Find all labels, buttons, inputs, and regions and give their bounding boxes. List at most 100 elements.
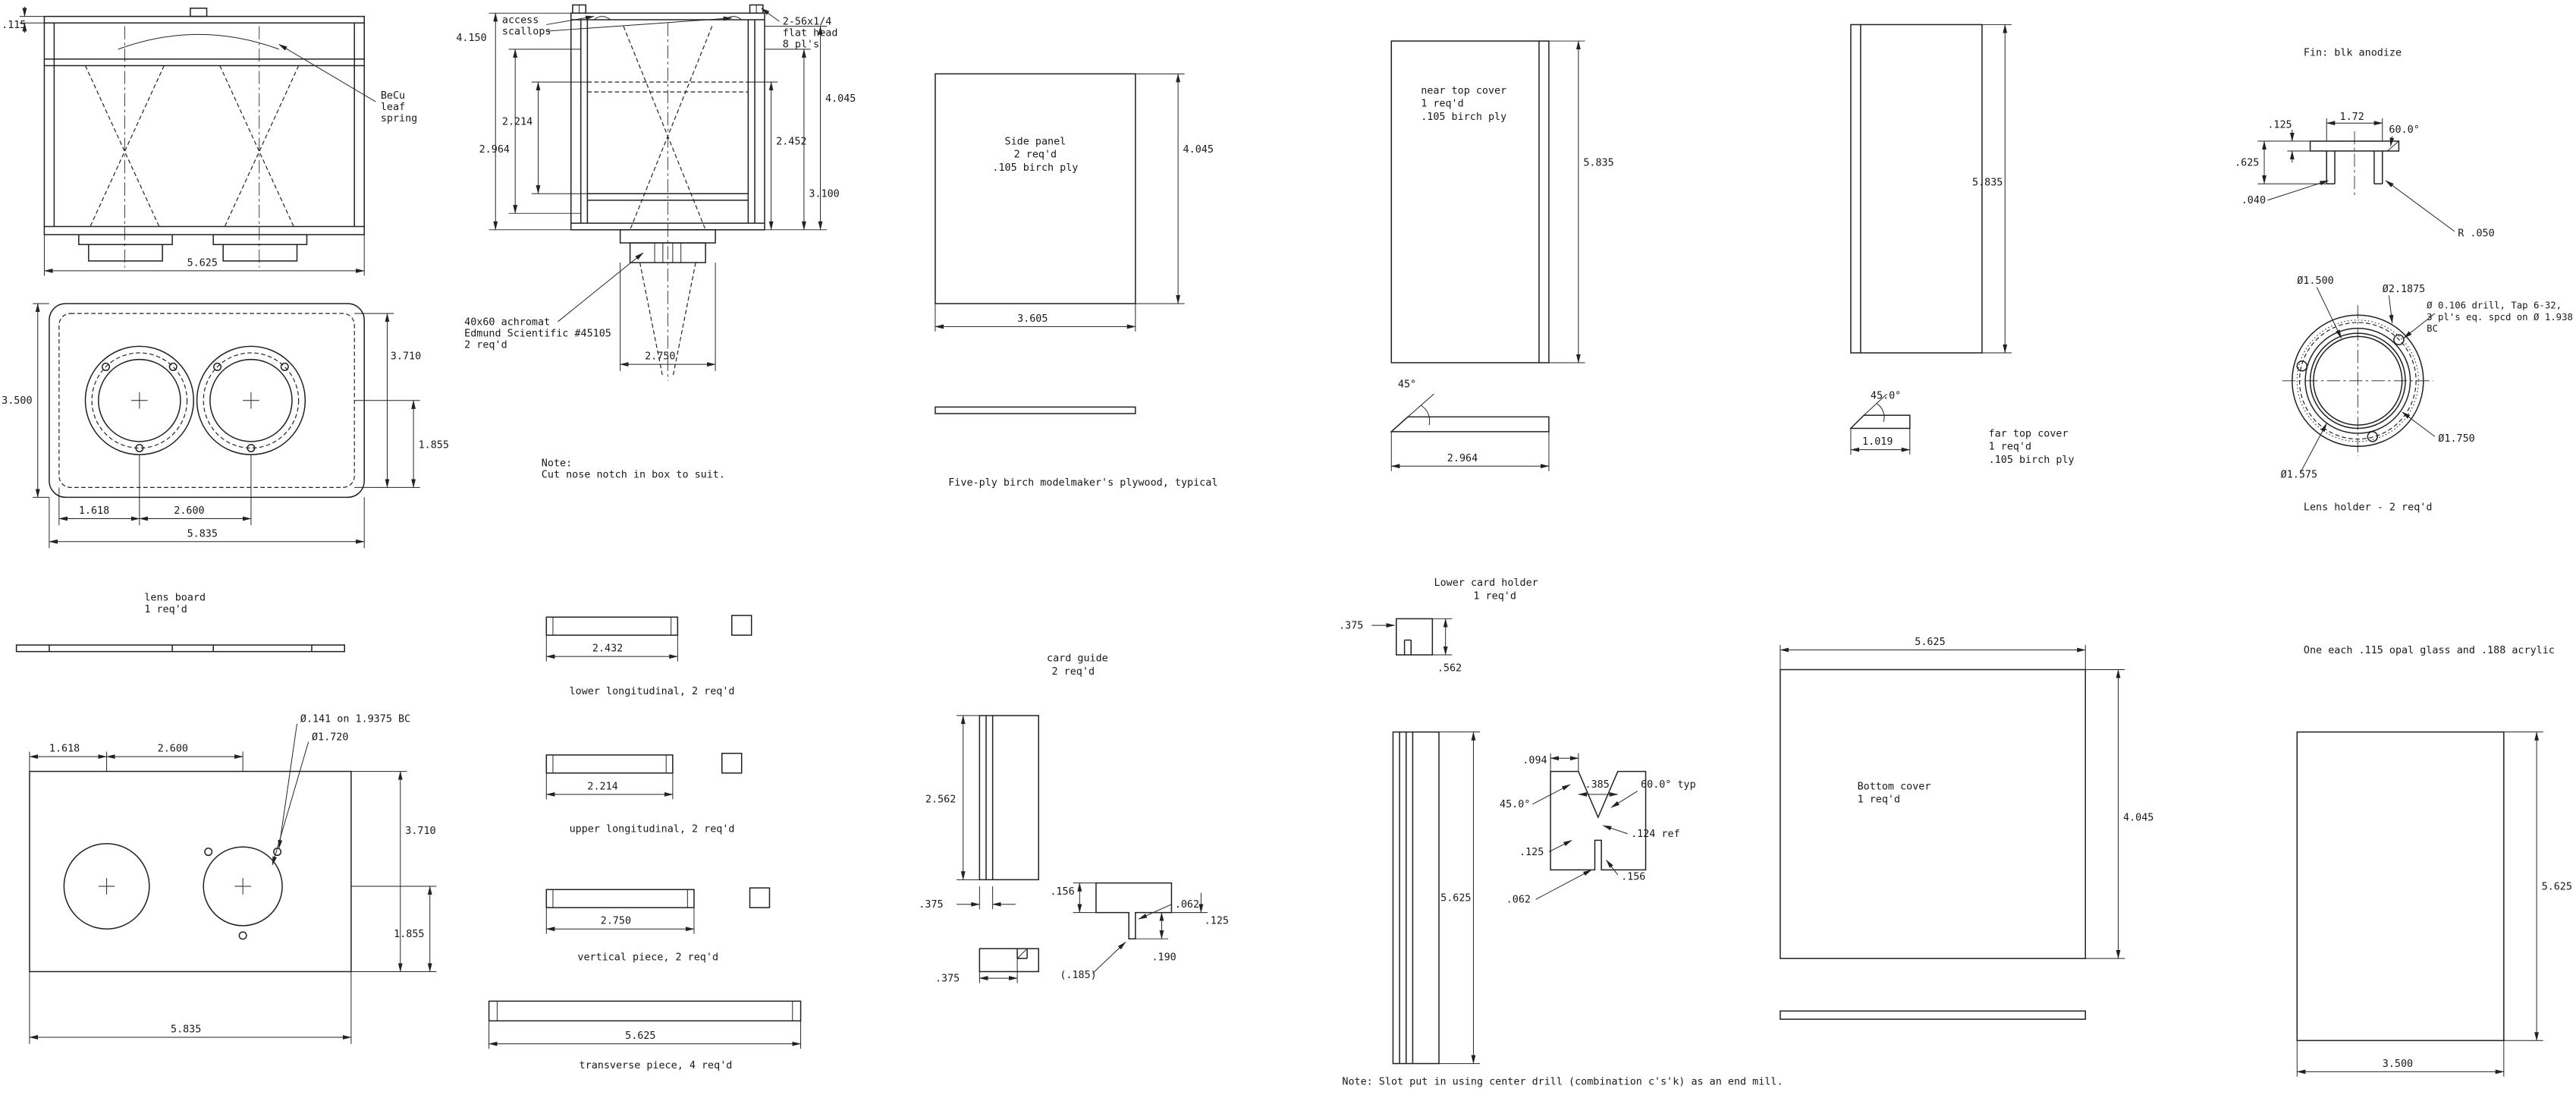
dim: 1.618 bbox=[79, 505, 109, 517]
part-label: 1 req'd bbox=[1473, 590, 1516, 602]
dim: .115 bbox=[2, 20, 26, 31]
callout: scallops bbox=[502, 26, 551, 37]
part-label: far top cover bbox=[1989, 428, 2069, 439]
note: Note: bbox=[542, 458, 572, 469]
dim: .094 bbox=[1522, 755, 1547, 766]
dim: 5.835 bbox=[1583, 157, 1613, 168]
far-top-cover-outline bbox=[1850, 24, 1983, 354]
dim: .125 bbox=[1519, 847, 1544, 858]
part-label: 1 req'd bbox=[1858, 794, 1901, 806]
part-label: near top cover bbox=[1421, 85, 1506, 96]
part-label: card guide bbox=[1047, 653, 1108, 665]
dim: R .050 bbox=[2458, 228, 2494, 239]
plan-view: 3.500 3.710 1.855 1.618 2.600 5.835 lens… bbox=[2, 303, 449, 615]
callout: 40x60 achromat bbox=[464, 316, 550, 328]
card-holder-rail-view: 5.625 .094 45.0° .385 60.0° typ .124 ref… bbox=[1392, 731, 1696, 1065]
dim: .125 bbox=[2267, 120, 2292, 131]
dim: .062 bbox=[1506, 895, 1531, 906]
lens-board-strip bbox=[15, 644, 345, 653]
callout: BeCu bbox=[381, 90, 405, 102]
dim: 45.0° bbox=[1500, 799, 1530, 810]
dim: 5.625 bbox=[187, 257, 218, 269]
part-label: Lower card holder bbox=[1434, 577, 1538, 589]
card-holder-section bbox=[1396, 618, 1434, 656]
callout: Ø 0.106 drill, Tap 6-32, bbox=[2427, 300, 2562, 311]
part-label: vertical piece, 2 req'd bbox=[577, 952, 718, 963]
dim: 2.214 bbox=[502, 116, 532, 127]
dim: Ø1.500 bbox=[2297, 275, 2333, 287]
tapped-hole bbox=[2367, 431, 2379, 442]
dim: (.185) bbox=[1060, 970, 1096, 981]
dim: 4.045 bbox=[1183, 144, 1214, 156]
glass-panel-view: 5.625 3.500 bbox=[2296, 731, 2572, 1077]
callout: spring bbox=[381, 113, 417, 124]
dim: 1.72 bbox=[2340, 112, 2364, 123]
lower-card-holder-view: Lower card holder 1 req'd .375 .562 bbox=[1339, 577, 1538, 674]
dim: Ø1.575 bbox=[2281, 469, 2317, 480]
dim: 2.750 bbox=[645, 351, 675, 363]
end-section bbox=[721, 753, 743, 774]
callout: access bbox=[502, 14, 539, 26]
near-top-cover-outline bbox=[1390, 40, 1550, 363]
note: Cut nose notch in box to suit. bbox=[542, 469, 725, 480]
dim: 60.0° bbox=[2389, 124, 2419, 136]
part-label: 2 req'd bbox=[1014, 149, 1057, 161]
dim: .562 bbox=[1437, 663, 1462, 675]
dim: .190 bbox=[1151, 952, 1176, 963]
dim: .385 bbox=[1585, 779, 1610, 791]
dim: 3.100 bbox=[809, 189, 839, 200]
side-panel-outline bbox=[935, 73, 1136, 304]
callout: 2-56x1/4 bbox=[783, 16, 832, 27]
lens-board-outline bbox=[29, 770, 352, 973]
part-label: upper longitudinal, 2 req'd bbox=[570, 824, 735, 835]
callout: BC bbox=[2427, 323, 2438, 334]
part-lower-longitudinal: 2.432 lower longitudinal, 2 req'd bbox=[545, 615, 752, 697]
dim: 1.618 bbox=[49, 744, 80, 755]
part-label: 1 req'd bbox=[144, 604, 187, 615]
near-top-cover-view: near top cover 1 req'd .105 birch ply 5.… bbox=[1390, 40, 1614, 471]
dim: .375 bbox=[919, 899, 943, 911]
dim: 2.600 bbox=[158, 744, 188, 755]
dim: Ø2.1875 bbox=[2383, 284, 2426, 295]
bottom-cover-view: Bottom cover 1 req'd 5.625 4.045 bbox=[1780, 637, 2153, 1020]
dim: 1.855 bbox=[419, 439, 449, 451]
note: Note: Slot put in using center drill (co… bbox=[1342, 1077, 1783, 1088]
front-view: .115 5.625 BeCu leaf spring bbox=[2, 6, 417, 276]
dim: 45° bbox=[1398, 379, 1416, 390]
lens-barrel-left bbox=[78, 234, 173, 246]
part-label: Side panel bbox=[1005, 136, 1067, 147]
callout: Ø1.720 bbox=[312, 731, 348, 743]
dim: 3.605 bbox=[1017, 313, 1048, 325]
lens-board-drill-view: 1.618 2.600 Ø.141 on 1.9375 BC Ø1.720 3.… bbox=[29, 714, 437, 1044]
dim: 3.500 bbox=[2383, 1059, 2413, 1070]
dim: 2.600 bbox=[174, 505, 204, 517]
lens-barrel-right bbox=[212, 234, 308, 246]
part-label: 1 req'd bbox=[1989, 442, 2032, 453]
note: Five-ply birch modelmaker's plywood, typ… bbox=[948, 477, 1217, 489]
part-label: lower longitudinal, 2 req'd bbox=[570, 686, 735, 697]
dim: .156 bbox=[1621, 871, 1645, 882]
front-view-outline bbox=[43, 15, 365, 236]
callout: 2 req'd bbox=[464, 340, 507, 351]
dim: .625 bbox=[2235, 157, 2259, 168]
lens-holder-profile-view: Fin: blk anodize .125 1.72 60.0° .625 .0… bbox=[2235, 48, 2495, 240]
callout: Edmund Scientific #45105 bbox=[464, 328, 611, 339]
dim: 2.964 bbox=[479, 144, 510, 156]
far-top-cover-view: 5.835 45.0° 1.019 far top cover 1 req'd … bbox=[1849, 24, 2075, 466]
lens-opening-right bbox=[196, 345, 306, 455]
dim: .375 bbox=[1339, 620, 1363, 631]
side-panel-view: Side panel 2 req'd .105 birch ply 4.045 … bbox=[935, 73, 1214, 414]
callout: leaf bbox=[381, 102, 405, 113]
part-label: transverse piece, 4 req'd bbox=[580, 1060, 733, 1071]
plan-outline bbox=[49, 303, 365, 499]
section-view: access scallops 4.150 2.214 2.964 2.452 … bbox=[456, 4, 856, 480]
dim: .124 ref bbox=[1631, 829, 1680, 840]
end-section bbox=[749, 887, 771, 908]
dim: 3.710 bbox=[391, 351, 421, 363]
dim: 2.562 bbox=[925, 794, 956, 806]
callout: 3 pl's eq. spcd on Ø 1.938 bbox=[2427, 312, 2573, 322]
latch bbox=[190, 8, 208, 17]
part-label: Lens holder - 2 req'd bbox=[2304, 502, 2433, 514]
dim: 2.432 bbox=[592, 643, 623, 655]
tapped-hole bbox=[2393, 334, 2405, 345]
